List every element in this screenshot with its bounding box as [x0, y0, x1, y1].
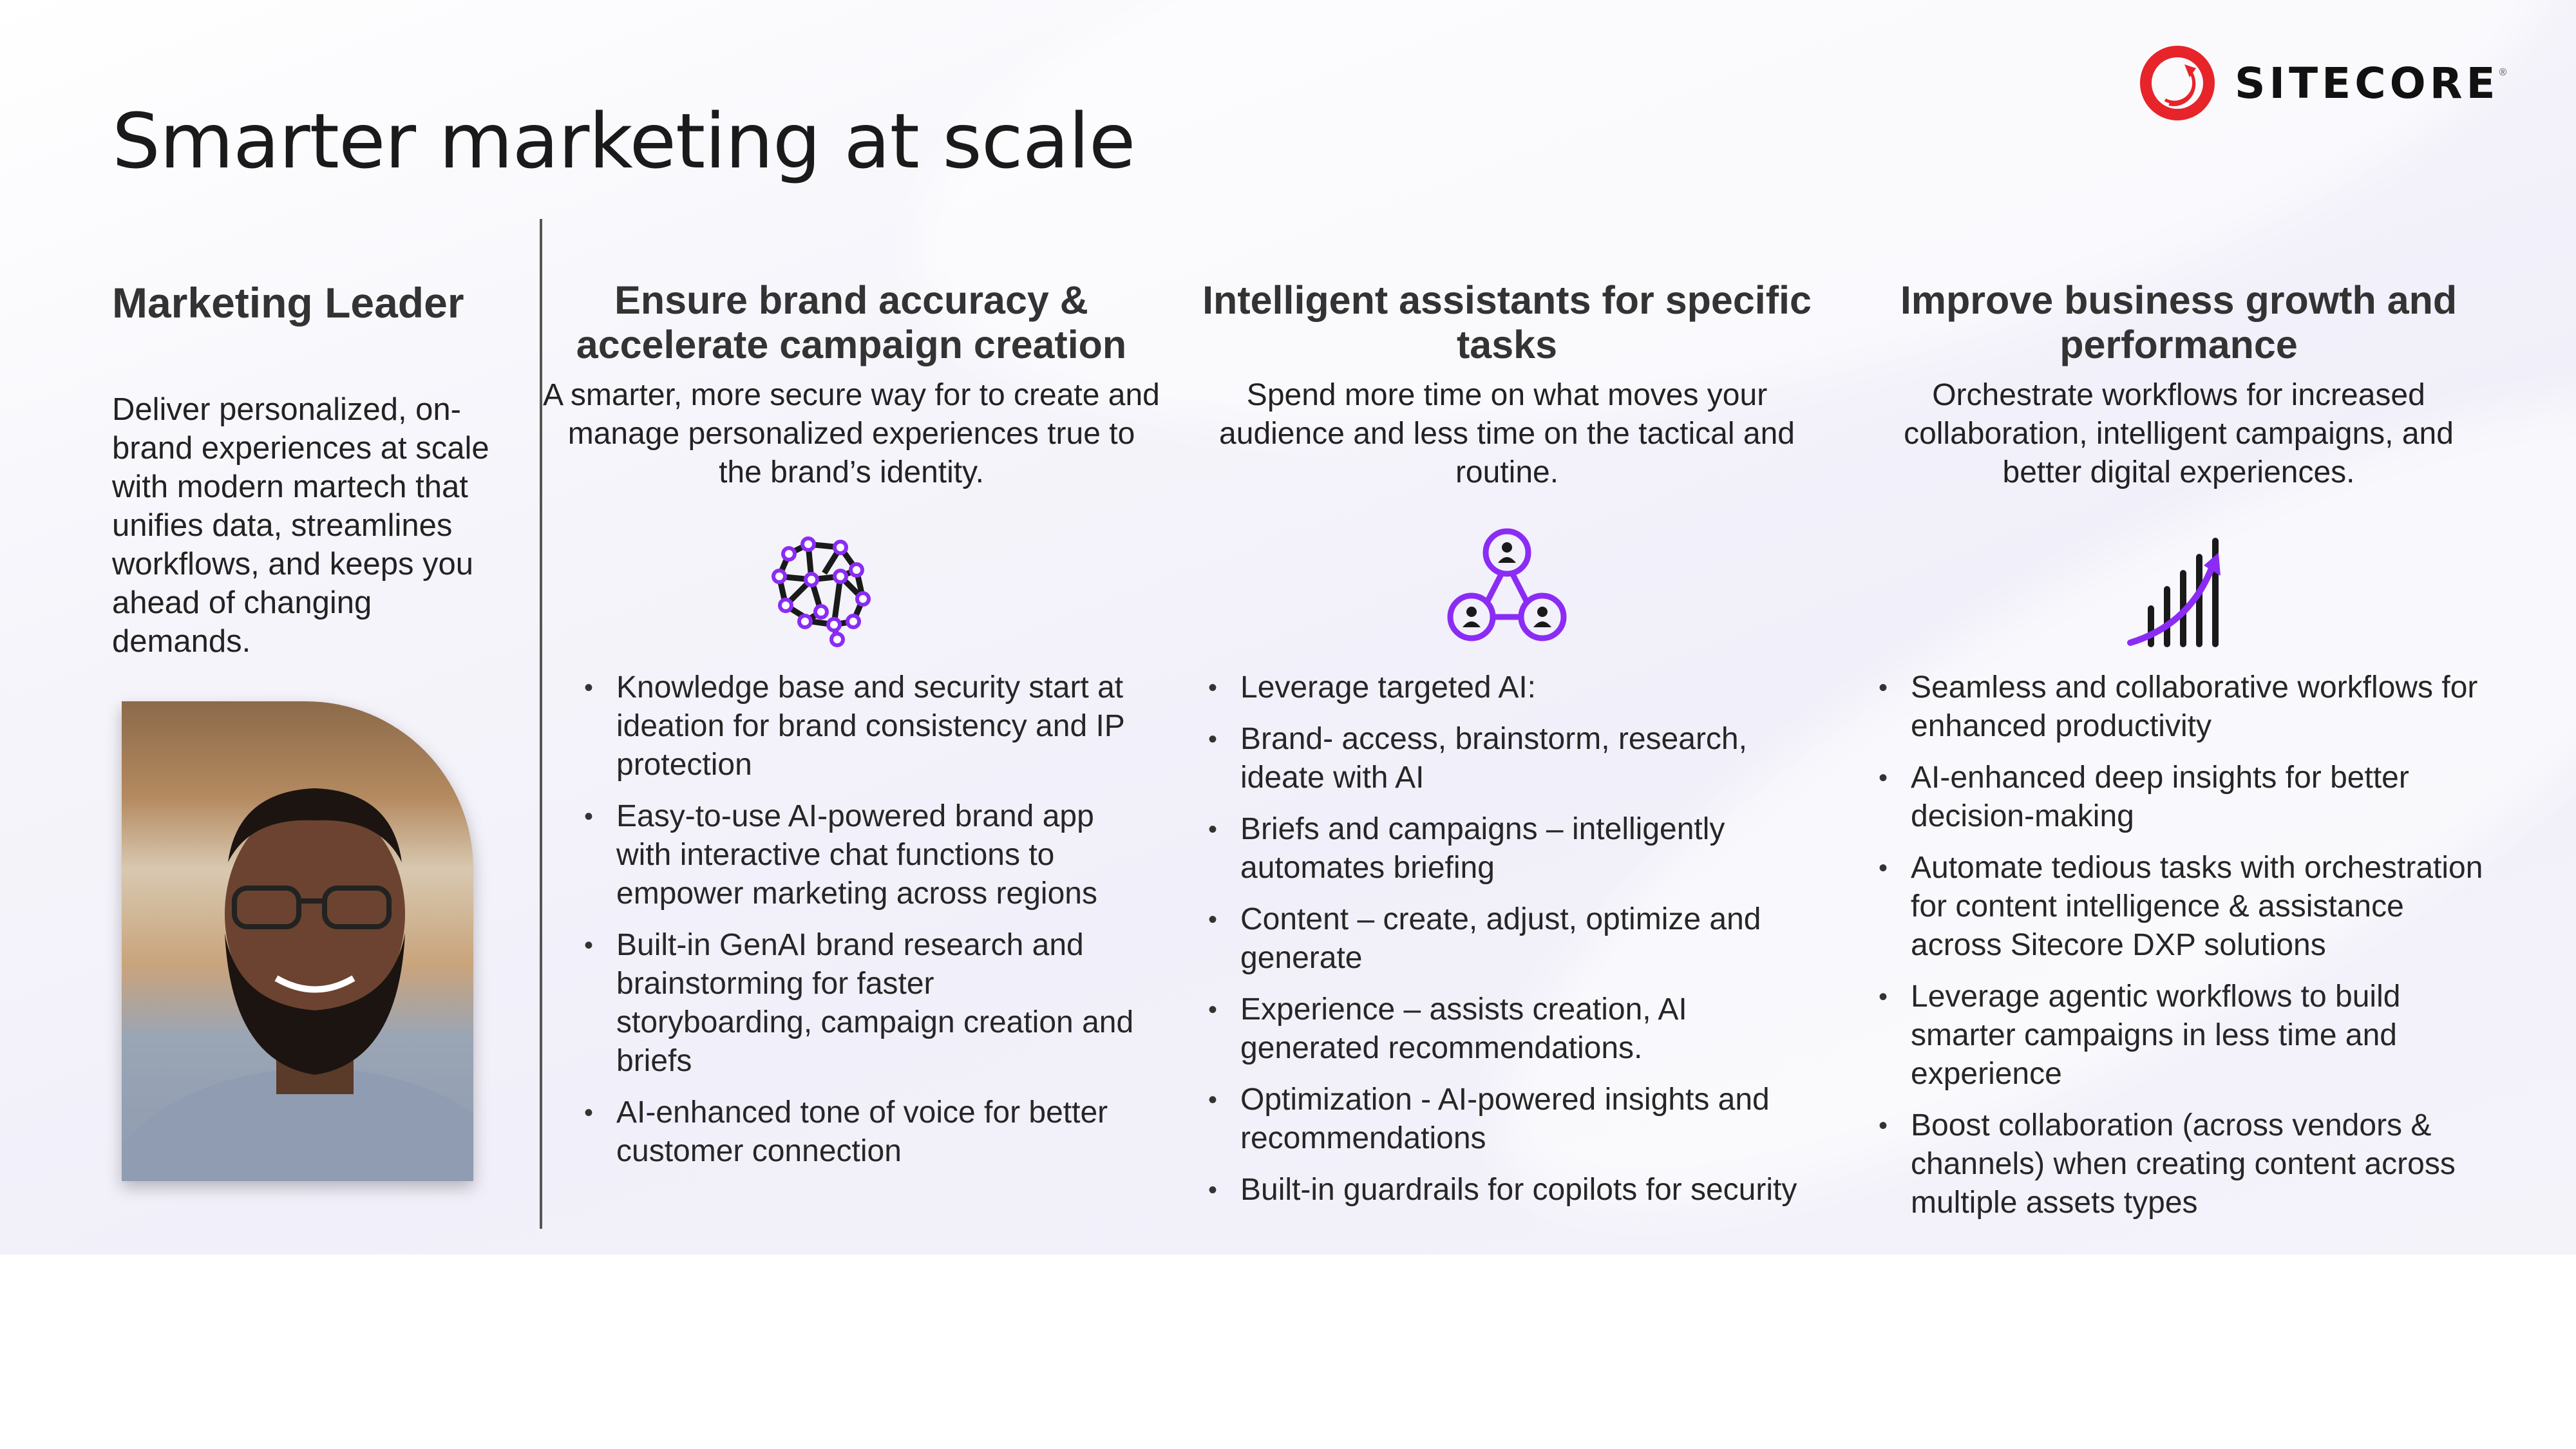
column-description: A smarter, more secure way for to create…	[543, 378, 1160, 489]
list-item: Boost collaboration (across vendors & ch…	[1879, 1106, 2490, 1222]
column-description: Orchestrate workflows for increased coll…	[1904, 378, 2454, 489]
column-brand-accuracy: Ensure brand accuracy & accelerate campa…	[542, 278, 1160, 492]
list-item: AI-enhanced tone of voice for better cus…	[584, 1094, 1138, 1171]
list-item: Built-in GenAI brand research and brains…	[584, 926, 1138, 1081]
list-item: Automate tedious tasks with orchestratio…	[1879, 849, 2490, 965]
list-item: Leverage agentic workflows to build smar…	[1879, 978, 2490, 1094]
brain-network-icon	[772, 536, 871, 647]
list-item: Content – create, adjust, optimize and g…	[1208, 900, 1807, 978]
column-heading: Ensure brand accuracy & accelerate campa…	[576, 278, 1127, 366]
column-business-growth: Improve business growth and performance …	[1870, 278, 2488, 492]
list-item: Experience – assists creation, AI genera…	[1208, 990, 1807, 1068]
bullet-list-brand-accuracy: Knowledge base and security start at ide…	[584, 668, 1138, 1184]
list-item: Briefs and campaigns – intelligently aut…	[1208, 810, 1807, 887]
slide: Smarter marketing at scale SITECORE® Mar…	[0, 0, 2576, 1255]
growth-chart-icon	[2127, 538, 2221, 647]
column-description: Spend more time on what moves your audie…	[1219, 378, 1795, 489]
list-item: Leverage targeted AI:	[1208, 668, 1807, 707]
column-heading: Intelligent assistants for specific task…	[1202, 278, 1812, 366]
list-item: AI-enhanced deep insights for better dec…	[1879, 759, 2490, 836]
list-item: Built-in guardrails for copilots for sec…	[1208, 1171, 1807, 1209]
column-divider	[540, 219, 542, 1229]
sitecore-logo-icon	[2140, 46, 2215, 120]
persona-title: Marketing Leader	[112, 279, 464, 327]
registered-mark: ®	[2499, 67, 2507, 78]
team-network-icon	[1447, 528, 1567, 641]
list-item: Easy-to-use AI-powered brand app with in…	[584, 797, 1138, 913]
persona-photo	[122, 701, 473, 1181]
list-item: Optimization - AI-powered insights and r…	[1208, 1081, 1807, 1158]
list-item: Brand- access, brainstorm, research, ide…	[1208, 720, 1807, 797]
column-heading: Improve business growth and performance	[1900, 278, 2458, 366]
bullet-list-business-growth: Seamless and collaborative workflows for…	[1879, 668, 2490, 1235]
persona-description: Deliver personalized, on-brand experienc…	[112, 392, 489, 659]
list-item: Knowledge base and security start at ide…	[584, 668, 1138, 784]
sitecore-logo: SITECORE®	[2139, 45, 2506, 121]
sitecore-wordmark: SITECORE	[2235, 58, 2499, 108]
list-item: Seamless and collaborative workflows for…	[1879, 668, 2490, 746]
bullet-list-intelligent-assistants: Leverage targeted AI: Brand- access, bra…	[1208, 668, 1807, 1222]
person-illustration	[122, 788, 473, 1181]
column-intelligent-assistants: Intelligent assistants for specific task…	[1198, 278, 1816, 492]
page-title: Smarter marketing at scale	[112, 97, 1135, 185]
